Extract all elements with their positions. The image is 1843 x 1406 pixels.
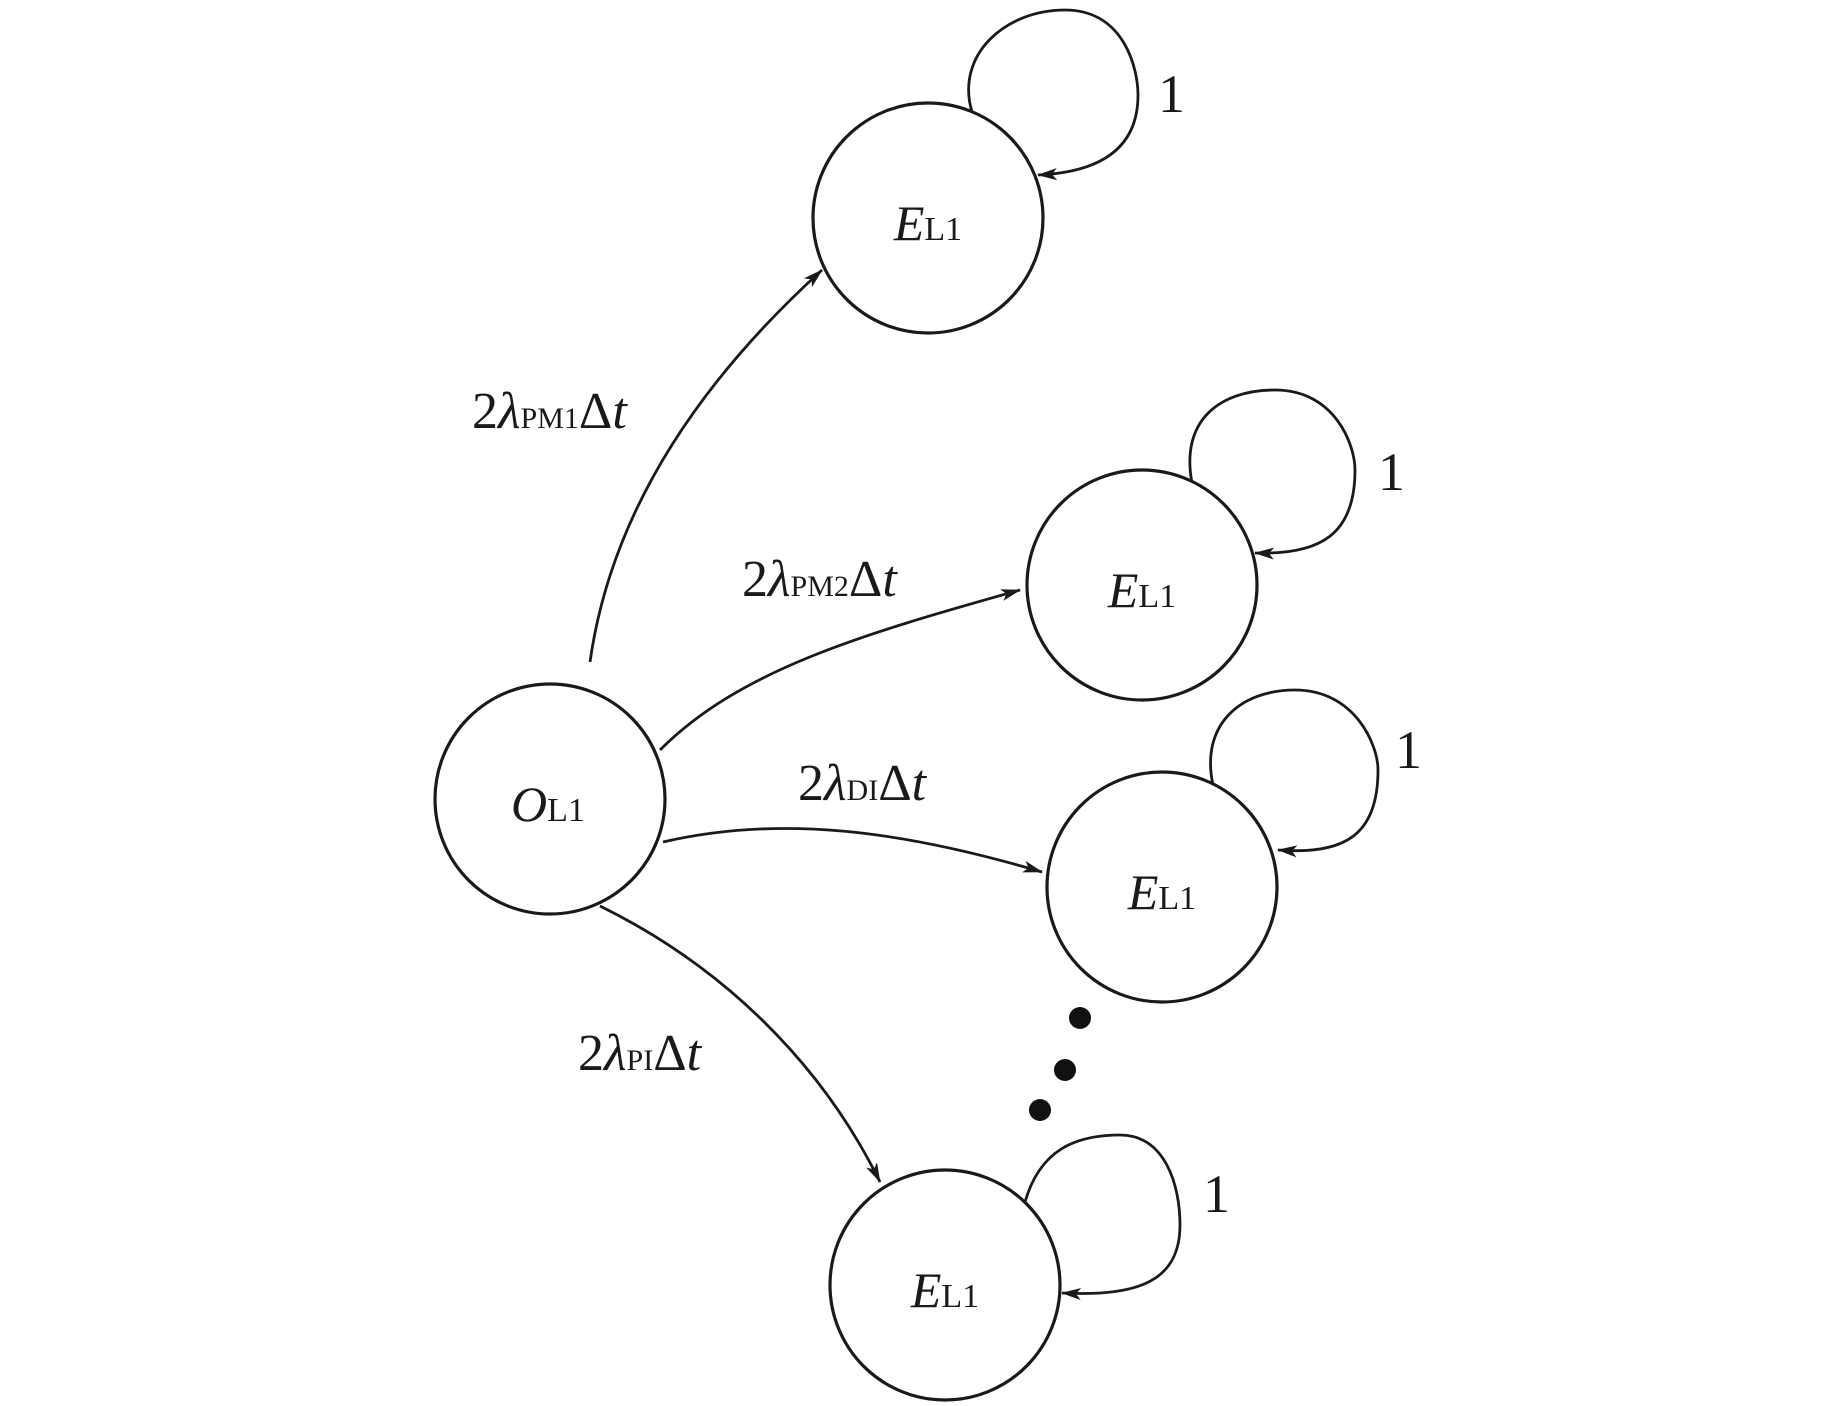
state-node-origin: OL1 xyxy=(433,682,667,916)
state-node-e3: EL1 xyxy=(1045,770,1279,1004)
node-label: EL1 xyxy=(893,195,962,251)
edge-origin-to-e3 xyxy=(662,827,1043,874)
self-loop-e4 xyxy=(1023,1133,1182,1300)
edge-label-pm1: 2λPM1Δt xyxy=(472,383,628,440)
node-label: EL1 xyxy=(1107,562,1176,618)
node-label: OL1 xyxy=(511,776,585,832)
loop-label-e3: 1 xyxy=(1395,720,1422,780)
self-loop-e2 xyxy=(1188,388,1357,560)
continuation-dot xyxy=(1054,1059,1076,1081)
continuation-dot xyxy=(1029,1099,1051,1121)
edge-label-di: 2λDIΔt xyxy=(798,755,928,812)
edge-label-pi: 2λPIΔt xyxy=(578,1025,703,1082)
loop-label-e4: 1 xyxy=(1203,1164,1230,1224)
self-loop-e3 xyxy=(1209,688,1380,858)
state-node-e1: EL1 xyxy=(811,101,1045,335)
edge-origin-to-e1 xyxy=(588,268,823,663)
state-node-e4: EL1 xyxy=(828,1168,1062,1402)
loop-label-e1: 1 xyxy=(1158,64,1185,124)
loop-label-e2: 1 xyxy=(1378,442,1405,502)
node-label: EL1 xyxy=(1127,864,1196,920)
self-loop-e1 xyxy=(967,8,1140,181)
edge-origin-to-e4 xyxy=(599,904,882,1183)
edge-label-pm2: 2λPM2Δt xyxy=(742,551,898,608)
edge-origin-to-e2 xyxy=(659,588,1021,751)
continuation-dot xyxy=(1069,1007,1091,1029)
state-node-e2: EL1 xyxy=(1025,468,1259,702)
node-label: EL1 xyxy=(910,1262,979,1318)
